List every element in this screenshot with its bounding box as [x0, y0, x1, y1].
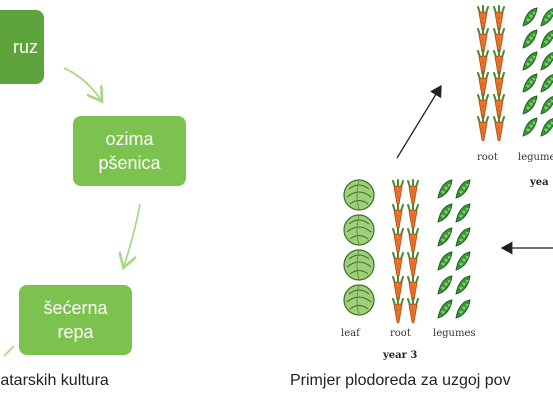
- arrow-year3-to-top: [396, 84, 442, 159]
- plot-year-3: [343, 179, 471, 324]
- pea-column-top-1: [522, 7, 538, 137]
- label-year-top: yea: [529, 177, 549, 188]
- arrow-wheat-to-beet: [124, 203, 141, 266]
- label-legumes-y3: legumes: [433, 328, 476, 339]
- label-root-top: root: [477, 152, 498, 163]
- plot-year-top: [477, 5, 553, 142]
- arrow-beet-to-corn: [3, 345, 15, 357]
- pea-column-y3-2: [455, 179, 471, 319]
- carrot-column-top-2: [493, 5, 505, 142]
- crop-box-winter-wheat-line1: ozima: [105, 129, 154, 149]
- pea-column-top-2: [540, 7, 553, 137]
- label-leaf-y3: leaf: [341, 328, 361, 339]
- carrot-column-y3-1: [392, 179, 404, 324]
- crop-box-sugar-beet-line1: šećerna: [43, 298, 108, 318]
- crop-box-sugar-beet: šećerna repa: [19, 285, 132, 355]
- left-caption: ratarskih kultura: [0, 372, 109, 389]
- crop-box-corn: ruz: [0, 10, 44, 84]
- label-legume-top: legume: [518, 152, 553, 163]
- cabbage-column: [343, 179, 375, 316]
- arrow-corn-to-wheat: [63, 67, 101, 100]
- carrot-column-top-1: [477, 5, 489, 142]
- carrot-column-y3-2: [407, 179, 419, 324]
- pea-column-y3-1: [437, 179, 453, 319]
- crop-box-winter-wheat: ozima pšenica: [73, 116, 186, 186]
- crop-box-corn-label: ruz: [12, 37, 38, 57]
- label-root-y3: root: [390, 328, 411, 339]
- right-caption: Primjer plodoreda za uzgoj pov: [290, 372, 511, 389]
- crop-box-winter-wheat-line2: pšenica: [98, 153, 161, 173]
- label-year-3: year 3: [382, 350, 417, 361]
- crop-box-sugar-beet-line2: repa: [57, 322, 94, 342]
